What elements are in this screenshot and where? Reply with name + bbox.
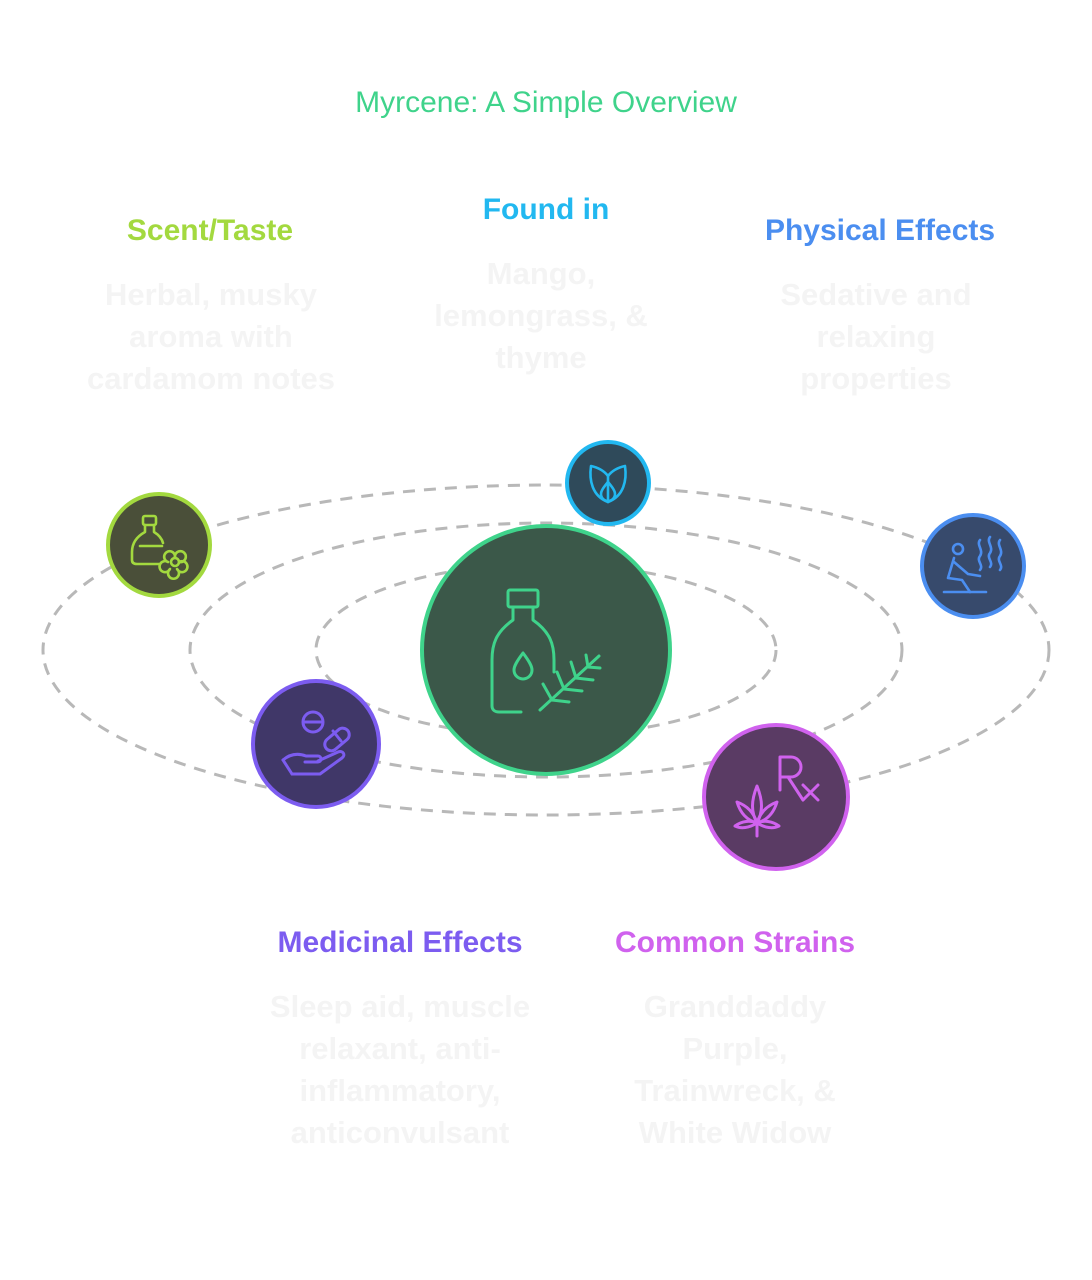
middle-orbit [188, 521, 904, 779]
page-title: Myrcene: A Simple Overview [355, 86, 737, 119]
medicinal-effects-heading: Medicinal Effects [277, 926, 523, 959]
scent-taste-heading: Scent/Taste [126, 214, 294, 247]
perfume-flower-icon [106, 492, 212, 598]
outer-orbit [41, 483, 1051, 817]
found-in-description: Mango, lemongrass, & thyme [434, 256, 648, 375]
pills-hand-icon [251, 679, 381, 809]
found-in-heading: Found in [482, 193, 610, 226]
cannabis-rx-icon [702, 723, 850, 871]
scent-taste-description: Herbal, musky aroma with cardamom notes [86, 277, 336, 396]
leaf-drop-icon [565, 440, 651, 526]
oil-bottle-herb-icon [420, 524, 672, 776]
medicinal-effects-description: Sleep aid, muscle relaxant, anti-inflamm… [269, 989, 531, 1150]
physical-effects-heading: Physical Effects [764, 214, 996, 247]
sauna-relax-icon [920, 513, 1026, 619]
common-strains-description: Granddaddy Purple, Trainwreck, & White W… [634, 989, 836, 1150]
physical-effects-description: Sedative and relaxing properties [780, 277, 972, 396]
common-strains-heading: Common Strains [614, 926, 856, 959]
